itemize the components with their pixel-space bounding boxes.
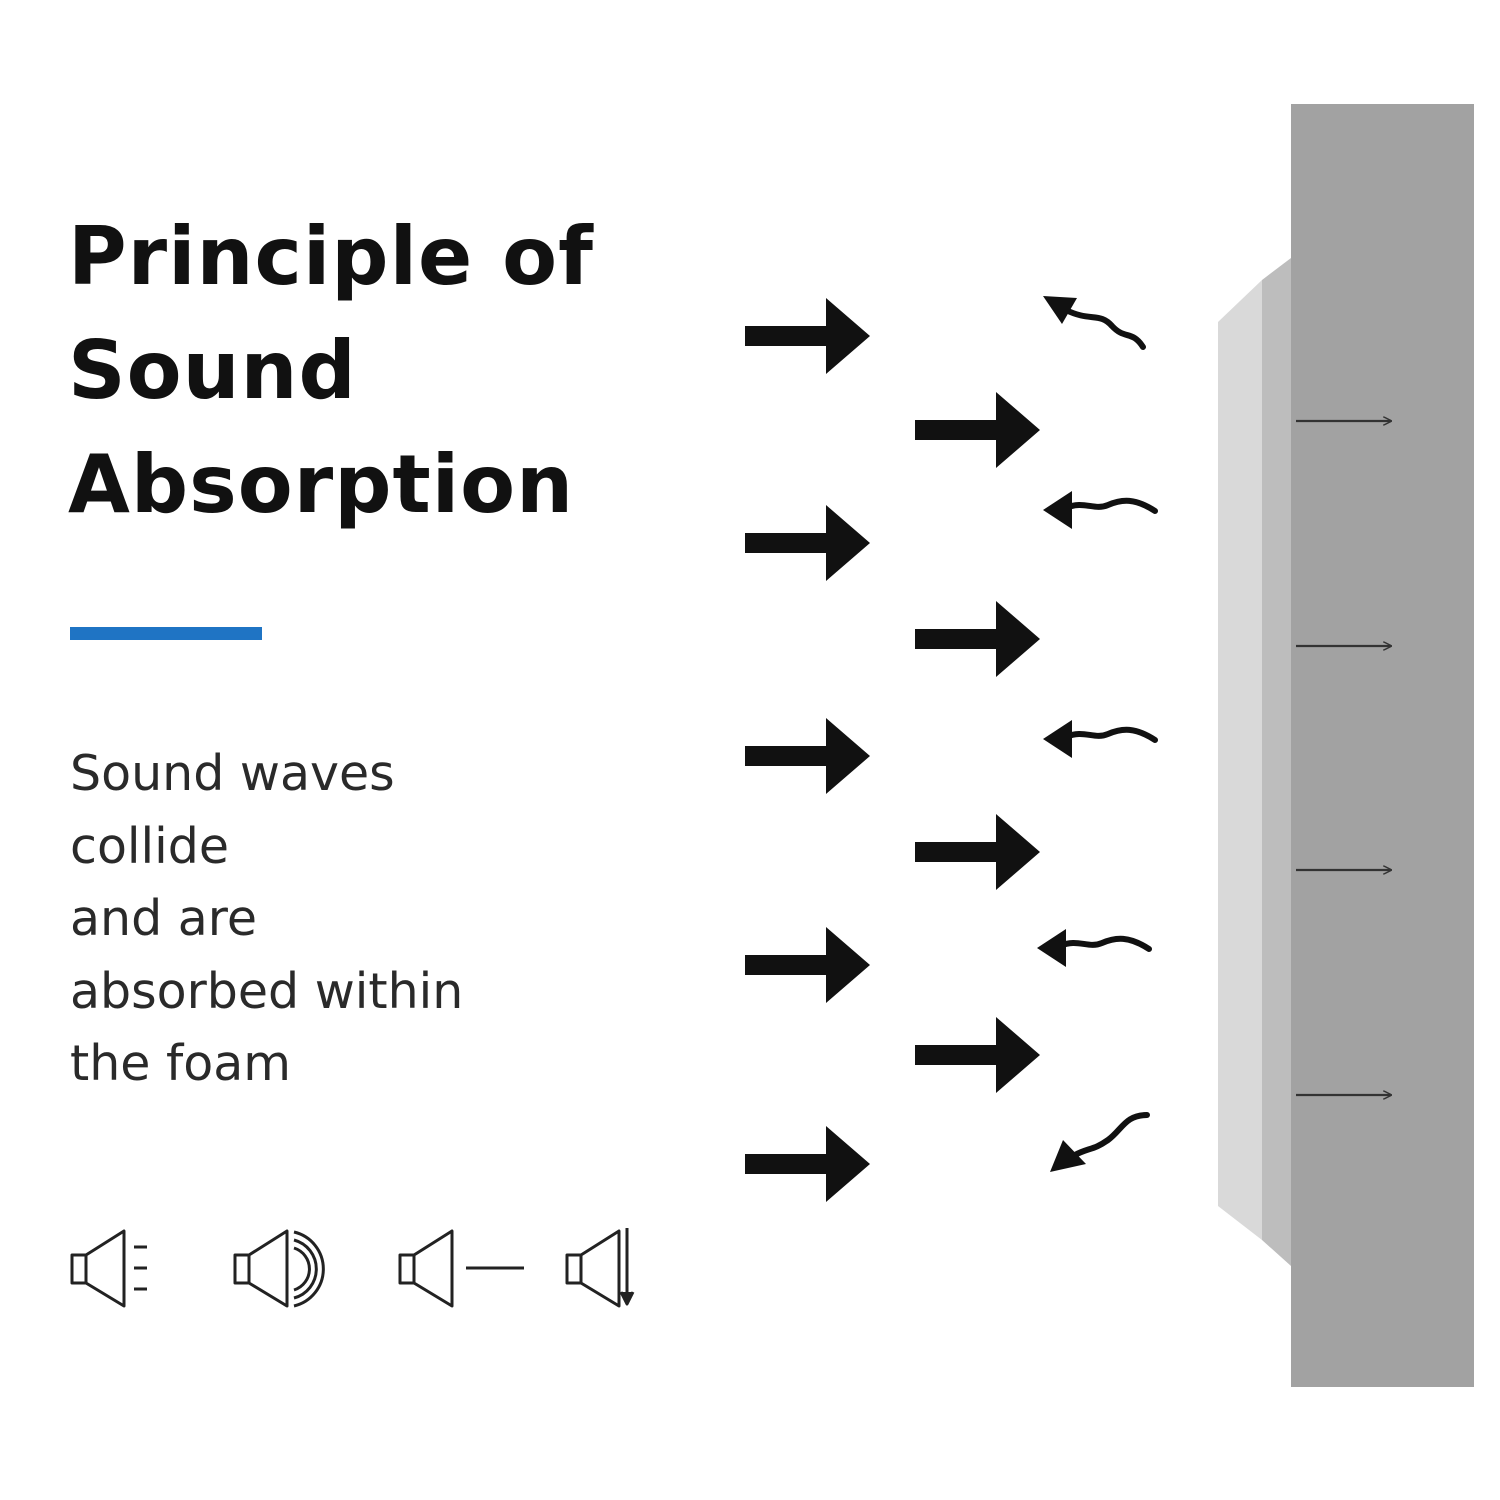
incoming-arrow bbox=[915, 601, 1040, 677]
incoming-arrow bbox=[745, 298, 870, 374]
reflected-arrow bbox=[1050, 1112, 1150, 1172]
wall-panel bbox=[1291, 104, 1474, 1387]
description-text: Sound waves collide and are absorbed wit… bbox=[70, 738, 463, 1101]
accent-divider bbox=[70, 627, 262, 640]
foam-side-face bbox=[1262, 258, 1291, 1266]
title-line: Absorption bbox=[68, 438, 575, 531]
incoming-arrow bbox=[745, 927, 870, 1003]
speaker-sound-waves-icon bbox=[233, 1229, 325, 1308]
diagram-title: Principle of Sound Absorption bbox=[68, 200, 594, 542]
reflected-arrow bbox=[1043, 491, 1158, 529]
title-line: Principle of bbox=[68, 210, 594, 303]
description-line: collide bbox=[70, 817, 230, 875]
absorbed-wave-arrows bbox=[1296, 421, 1391, 1095]
incoming-arrow bbox=[915, 1017, 1040, 1093]
description-line: the foam bbox=[70, 1035, 291, 1092]
reflected-arrow bbox=[1043, 296, 1146, 350]
incoming-arrow bbox=[745, 1126, 870, 1202]
reflected-wave-arrows bbox=[1037, 296, 1158, 1172]
incoming-arrow bbox=[915, 814, 1040, 890]
incoming-sound-arrows bbox=[745, 298, 1040, 1202]
reflected-arrow bbox=[1037, 929, 1152, 967]
speaker-fading-icon bbox=[70, 1229, 147, 1308]
speaker-level-line-icon bbox=[398, 1229, 524, 1308]
description-line: absorbed within bbox=[70, 962, 464, 1020]
incoming-arrow bbox=[915, 392, 1040, 468]
foam-front-face bbox=[1218, 280, 1262, 1240]
description-line: Sound waves bbox=[70, 745, 395, 802]
speaker-down-arrow-icon bbox=[565, 1228, 635, 1308]
reflected-arrow bbox=[1043, 720, 1158, 758]
incoming-arrow bbox=[745, 505, 870, 581]
description-line: and are bbox=[70, 890, 258, 947]
title-line: Sound bbox=[68, 324, 357, 417]
incoming-arrow bbox=[745, 718, 870, 794]
